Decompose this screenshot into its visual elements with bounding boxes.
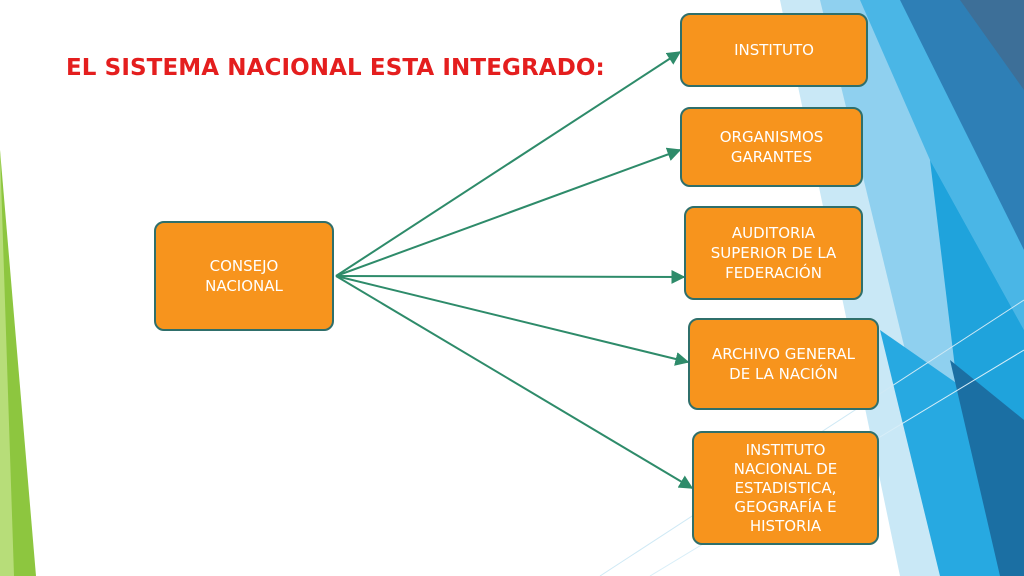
connector-auditoria-superior [335, 269, 686, 284]
node-auditoria-superior: AUDITORIA SUPERIOR DE LA FEDERACIÓN [684, 206, 863, 300]
page-title: EL SISTEMA NACIONAL ESTA INTEGRADO: [66, 55, 605, 81]
connector-inegi [335, 275, 694, 489]
connector-instituto [335, 51, 682, 277]
node-inegi: INSTITUTO NACIONAL DE ESTADISTICA, GEOGR… [692, 431, 879, 545]
connector-organismos-garantes [335, 147, 682, 277]
node-archivo-general: ARCHIVO GENERAL DE LA NACIÓN [688, 318, 879, 410]
node-organismos-garantes: ORGANISMOS GARANTES [680, 107, 863, 187]
node-consejo-nacional: CONSEJO NACIONAL [154, 221, 334, 331]
node-instituto: INSTITUTO [680, 13, 868, 87]
connector-archivo-general [335, 275, 690, 366]
